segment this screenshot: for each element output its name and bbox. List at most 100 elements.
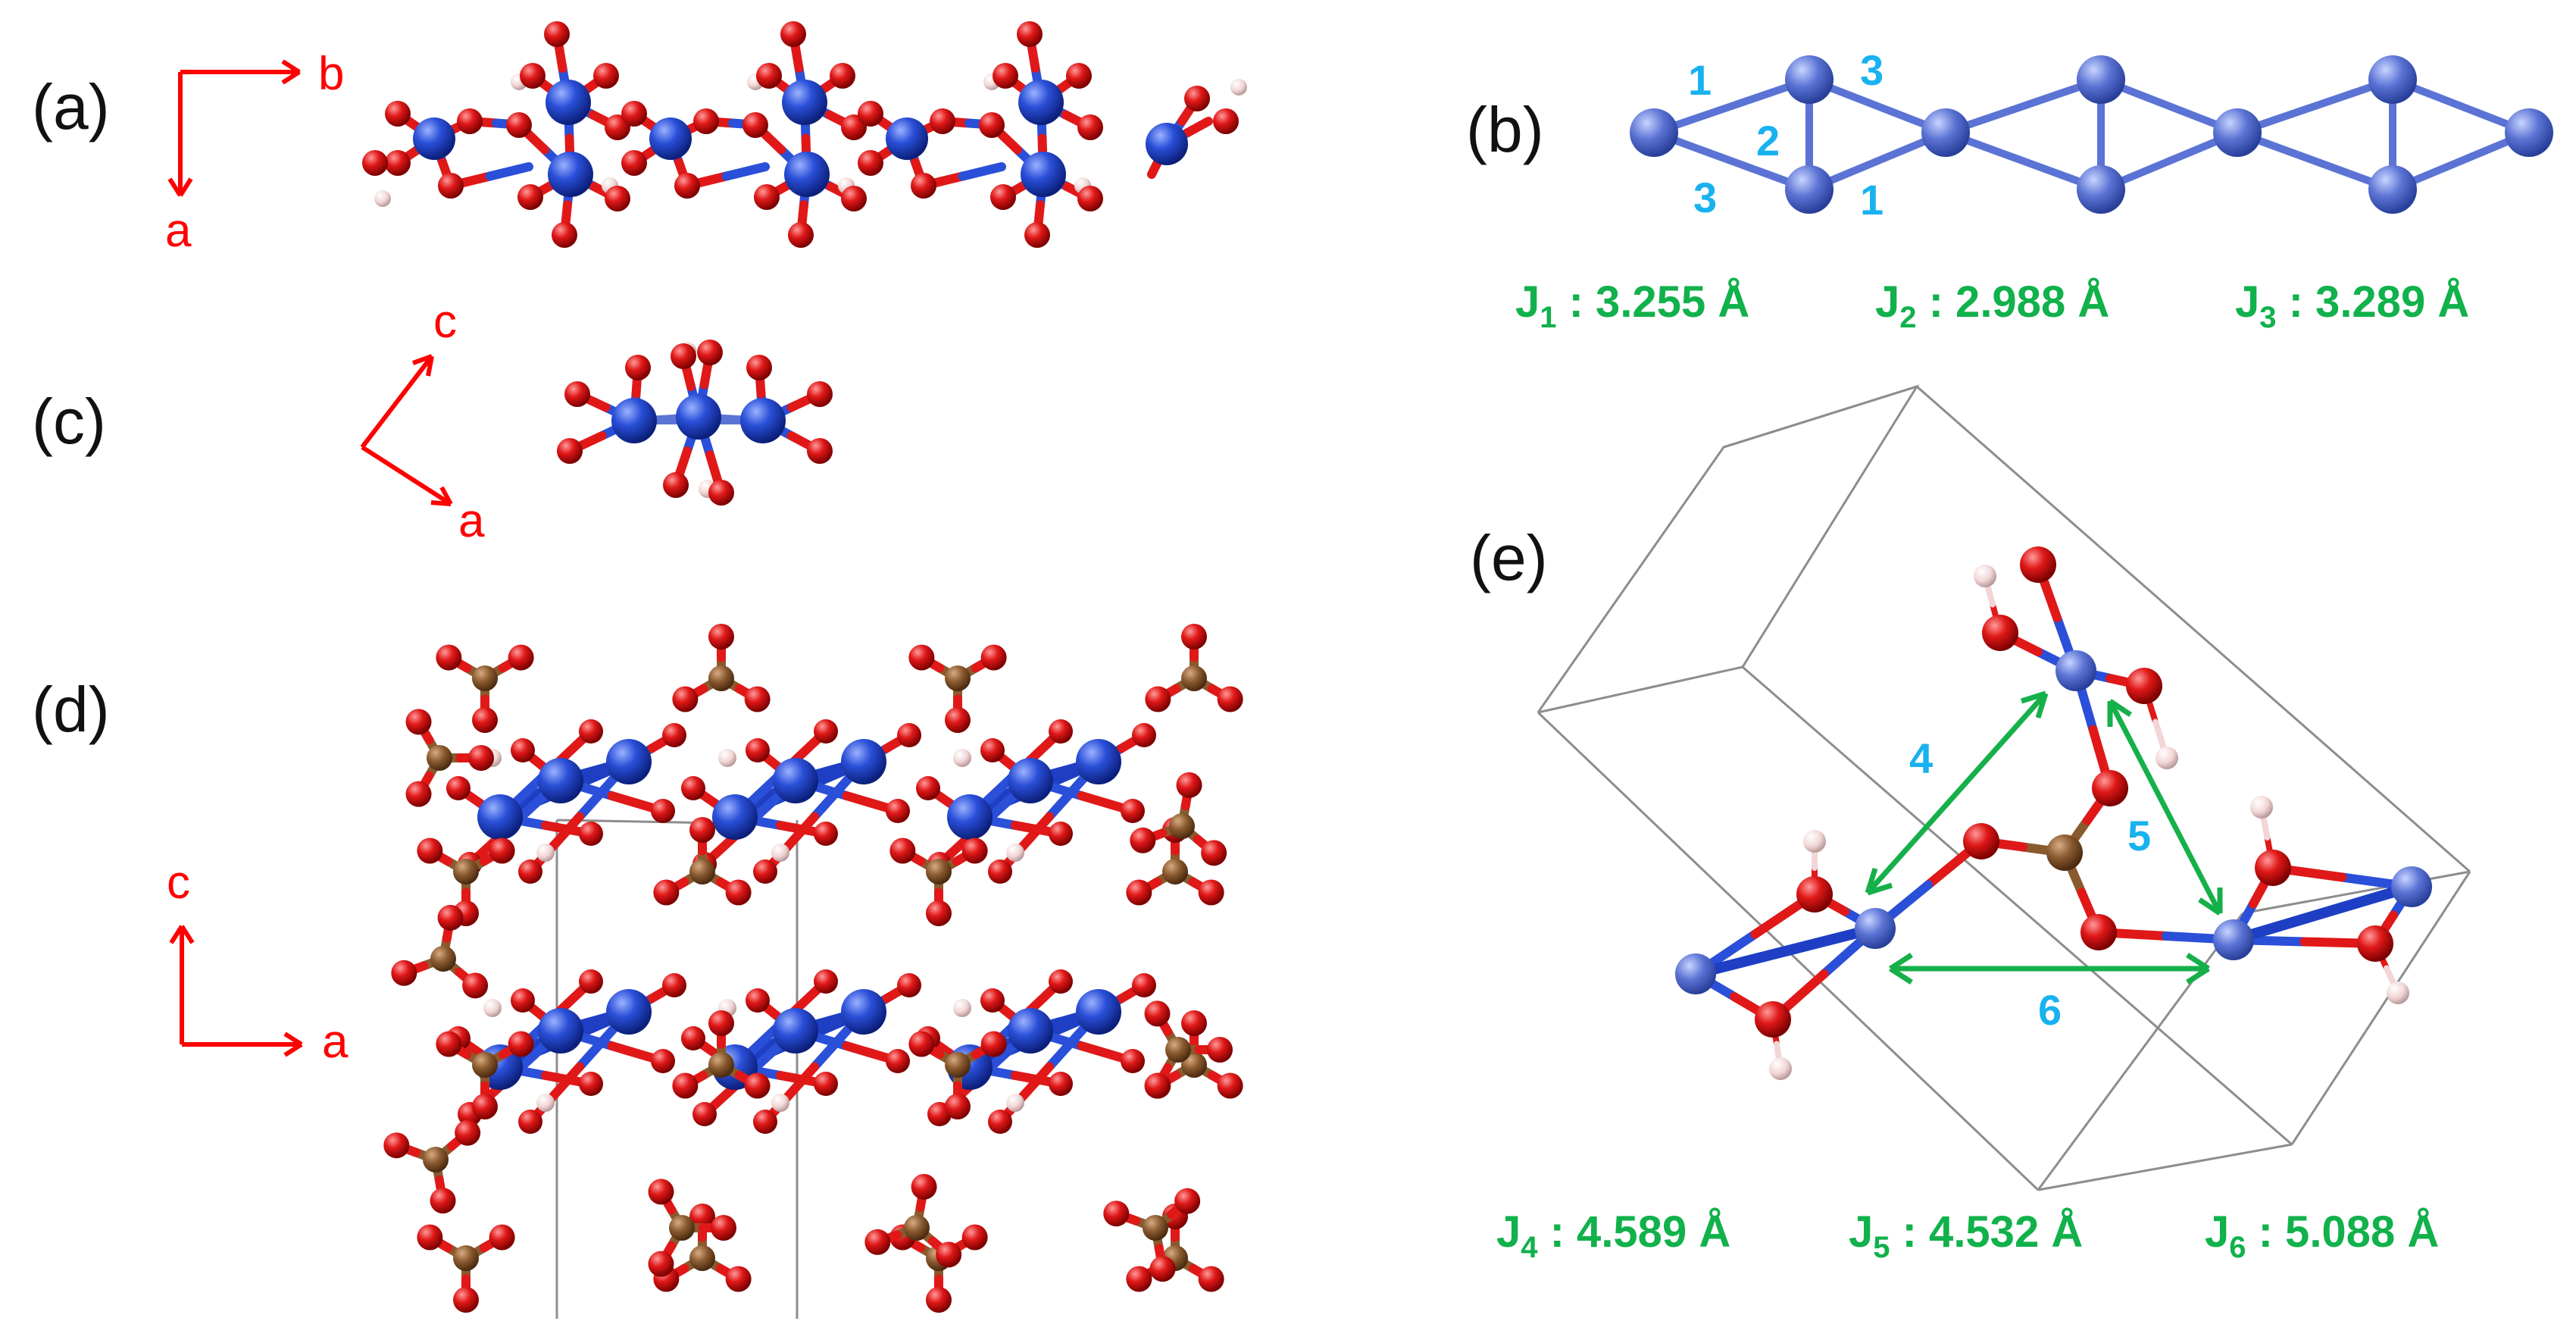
cobalt-atom [2077, 55, 2125, 104]
bond-number-3-bottom: 3 [1693, 174, 1717, 221]
oxygen-atom [506, 112, 532, 138]
hydrogen-atom [374, 190, 391, 207]
oxygen-atom [1181, 1010, 1207, 1036]
hydrogen-atom [1769, 1057, 1792, 1080]
oxygen-atom [916, 776, 940, 800]
oxygen-atom [621, 101, 647, 127]
carbon-atom [2046, 834, 2083, 871]
cobalt-atom [548, 152, 593, 197]
oxygen-atom [579, 969, 603, 994]
oxygen-atom [1145, 686, 1171, 712]
bond-number-1-top: 1 [1688, 56, 1712, 104]
oxygen-atom [385, 150, 411, 176]
oxygen-atom [742, 112, 768, 138]
oxygen-atom [980, 1031, 1007, 1057]
oxygen-atom [858, 101, 883, 127]
oxygen-atom [672, 1072, 699, 1099]
oxygen-atom [1144, 1000, 1171, 1027]
cobalt-atom [841, 989, 886, 1035]
bond [1805, 129, 1949, 193]
carbon-atom [1181, 665, 1207, 691]
oxygen-atom [621, 150, 647, 176]
carbon-atom [1165, 1037, 1191, 1063]
oxygen-atom [462, 972, 489, 999]
oxygen-atom [557, 438, 583, 464]
cobalt-atom [773, 1008, 818, 1054]
cobalt-atom [947, 794, 993, 840]
bond [2389, 129, 2533, 193]
carbon-atom [472, 1052, 498, 1078]
carbon-atom [453, 1245, 479, 1271]
oxygen-atom [362, 150, 388, 176]
axis-triad-a: b a [165, 48, 344, 257]
oxygen-atom [756, 63, 782, 89]
exchange-arrows [1865, 690, 2223, 985]
hydrogen-atom [953, 999, 971, 1017]
oxygen-atom [653, 879, 680, 906]
distance-j1: J1 : 3.255 Å [1515, 277, 1749, 334]
oxygen-atom [468, 745, 494, 771]
panel-a-label: (a) [32, 71, 110, 142]
cobalt-atom [2505, 108, 2553, 157]
cobalt-atom [841, 739, 886, 784]
oxygen-atom [1077, 114, 1103, 140]
hydrogen-atom [2156, 747, 2178, 769]
oxygen-atom [908, 644, 935, 671]
bond [1690, 923, 1880, 979]
oxygen-atom [579, 719, 603, 744]
hydrogen-atom [536, 844, 555, 862]
oxygen-atom [886, 799, 910, 823]
oxygen-atom [886, 1049, 910, 1073]
panel-b: (b) 1 3 2 3 1 J1 : 3.255 Å J2 : 2.988 Å … [1466, 46, 2553, 334]
distance-j4: J4 : 4.589 Å [1496, 1207, 1730, 1264]
panel-c: (c) c a [32, 296, 833, 547]
cobalt-atom [2368, 55, 2417, 104]
bond [2389, 76, 2533, 136]
panel-d: (d) c a [32, 624, 1243, 1319]
oxygen-atom [1049, 1072, 1073, 1096]
bond-number-2: 2 [1756, 117, 1780, 164]
oxygen-atom [605, 186, 630, 211]
carbon-atom [689, 1245, 715, 1271]
bond-number-3-top: 3 [1860, 46, 1884, 94]
oxygen-atom [980, 644, 1007, 671]
oxygen-atom [1198, 879, 1224, 906]
cell-edge-inner [2037, 913, 2244, 1191]
oxygen-atom [1796, 876, 1833, 913]
cell-face-back [1537, 384, 1920, 714]
hydrogen-atom [1006, 844, 1024, 862]
bond [2234, 76, 2396, 136]
carbon-atom [453, 859, 479, 884]
cobalt-atom [2368, 165, 2417, 214]
oxygen-atom [814, 969, 838, 994]
oxygen-atom [807, 438, 833, 464]
oxygen-atom [744, 1072, 771, 1099]
bond [2234, 129, 2396, 193]
exchange-path-motif [1675, 546, 2432, 1080]
cobalt-chain-exchange-paths [1630, 55, 2553, 214]
oxygen-atom [662, 723, 686, 747]
oxygen-atom [405, 781, 432, 807]
axis-a-arrow-c [361, 445, 452, 506]
oxygen-atom [988, 859, 1012, 884]
oxygen-atom [672, 686, 699, 712]
cobalt-atom [606, 989, 652, 1035]
oxygen-atom [391, 960, 417, 986]
oxygen-atom [520, 63, 546, 89]
carbon-atom [669, 1215, 695, 1241]
hydrogen-atom [2250, 796, 2273, 819]
axis-a-label-d: a [322, 1016, 349, 1068]
oxygen-atom [2357, 925, 2393, 962]
oxygen-atom [1049, 969, 1073, 994]
oxygen-atom [1049, 822, 1073, 846]
hydrogen-atom [483, 999, 502, 1017]
oxygen-atom [1049, 719, 1073, 744]
oxygen-atom [681, 776, 705, 800]
carbon-atom [430, 946, 456, 972]
oxygen-atom [2255, 850, 2291, 886]
axis-c-arrow [360, 355, 434, 449]
cobalt-atom [1021, 152, 1066, 197]
arrow-path-4-head-bottom [1865, 867, 1893, 896]
oxygen-atom [744, 686, 771, 712]
oxygen-atom [1126, 879, 1152, 906]
